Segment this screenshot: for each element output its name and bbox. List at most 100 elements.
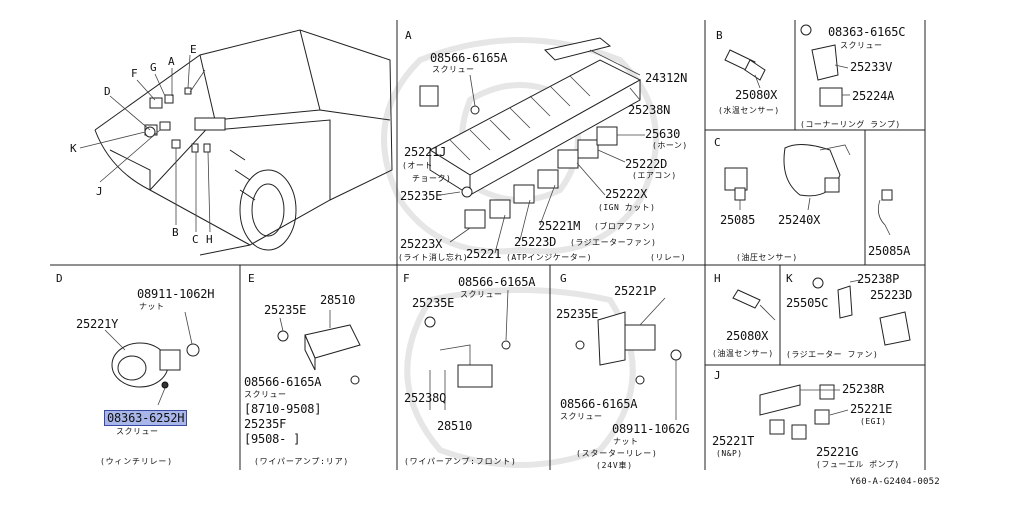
part-25238r[interactable]: 25238R	[842, 382, 885, 396]
part-25235e-e[interactable]: 25235E	[264, 303, 307, 317]
b2-screw-part-number[interactable]: 08363-6165C	[828, 25, 906, 39]
overview-label-d: D	[104, 85, 111, 98]
part-25221-caption: (ATPインジケーター)	[506, 253, 593, 262]
winch-relay-drawing	[104, 311, 200, 406]
part-25238p[interactable]: 25238P	[857, 272, 900, 286]
part-25222x[interactable]: 25222X	[605, 187, 648, 201]
a-screw-caption: スクリュー	[432, 65, 475, 74]
part-25221g[interactable]: 25221G	[816, 445, 859, 459]
part-25080x-h[interactable]: 25080X	[726, 329, 769, 343]
figure-code: Y60-A-G2404-0052	[850, 477, 940, 487]
section-j-letter: J	[714, 369, 721, 382]
part-28510-f[interactable]: 28510	[437, 419, 473, 433]
part-25221y[interactable]: 25221Y	[76, 317, 119, 331]
section-a-letter: A	[405, 29, 412, 42]
d-screw-part-number-highlighted[interactable]: 08363-6252H	[104, 410, 188, 426]
g-caption-2: (24V車)	[596, 461, 633, 470]
part-25224a[interactable]: 25224A	[852, 89, 895, 103]
water-temp-sensor-drawing	[724, 49, 766, 89]
part-25240x[interactable]: 25240X	[778, 213, 821, 227]
part-25235e-a[interactable]: 25235E	[400, 189, 443, 203]
part-25238q[interactable]: 25238Q	[404, 391, 447, 405]
overview-label-a: A	[168, 55, 175, 68]
k-caption: (ラジエーター ファン)	[786, 350, 879, 359]
part-28510-e[interactable]: 28510	[320, 293, 356, 307]
e-caption: (ワイパーアンプ:リア)	[254, 457, 350, 466]
d-nut-part-number[interactable]: 08911-1062H	[137, 287, 215, 301]
part-25235e-f[interactable]: 25235E	[412, 296, 455, 310]
wiper-amp-front-drawing	[424, 289, 511, 410]
part-25221m[interactable]: 25221M	[538, 219, 581, 233]
f-caption: (ワイパーアンプ:フロント)	[404, 457, 517, 466]
part-25221j-caption-1: (オート	[402, 161, 433, 170]
g-nut-caption: ナット	[613, 437, 639, 446]
part-25630[interactable]: 25630	[645, 127, 681, 141]
part-25085a[interactable]: 25085A	[868, 244, 911, 258]
part-25221[interactable]: 25221	[466, 247, 502, 261]
part-25221j[interactable]: 25221J	[404, 145, 447, 159]
relay-caption: (リレー)	[650, 253, 687, 262]
section-k-letter: K	[786, 272, 793, 285]
g-caption-1: (スターターリレー)	[576, 449, 658, 458]
part-25080x-b-caption: (水温センサー)	[718, 106, 780, 115]
g-screw-caption: スクリュー	[560, 412, 603, 421]
e-range-1: [8710-9508]	[244, 402, 322, 416]
part-25223d-k[interactable]: 25223D	[870, 288, 913, 302]
relay-bracket-j-drawing	[759, 384, 849, 440]
part-25222x-caption: (IGN カット)	[598, 203, 656, 212]
b2-caption: (コーナーリング ランプ)	[800, 120, 901, 129]
a-screw-part-number[interactable]: 08566-6165A	[430, 51, 508, 65]
section-e-letter: E	[248, 272, 255, 285]
section-f-letter: F	[403, 272, 410, 285]
d-caption: (ウィンチリレー)	[100, 457, 173, 466]
c-caption: (油圧センサー)	[736, 253, 798, 262]
f-screw-part-number[interactable]: 08566-6165A	[458, 275, 536, 289]
part-25221t-caption: (N&P)	[716, 449, 743, 458]
e-screw-caption: スクリュー	[244, 390, 287, 399]
cornering-lamp-relay-drawing	[800, 24, 850, 107]
part-25233v[interactable]: 25233V	[850, 60, 893, 74]
overview-label-g: G	[150, 61, 157, 74]
part-25085[interactable]: 25085	[720, 213, 756, 227]
part-25223d-a[interactable]: 25223D	[514, 235, 557, 249]
f-screw-caption: スクリュー	[460, 290, 503, 299]
part-25630-caption: (ホーン)	[652, 141, 688, 150]
part-24312n[interactable]: 24312N	[645, 71, 688, 85]
starter-relay-drawing	[575, 297, 682, 420]
part-25080x-b[interactable]: 25080X	[735, 88, 778, 102]
overview-label-c: C	[192, 233, 199, 246]
g-nut-part-number[interactable]: 08911-1062G	[612, 422, 690, 436]
section-c-letter: C	[714, 136, 721, 149]
part-25221t[interactable]: 25221T	[712, 434, 755, 448]
part-25221m-caption: (ブロアファン)	[594, 222, 656, 231]
e-range-2: [9508- ]	[244, 432, 301, 446]
section-g-letter: G	[560, 272, 567, 285]
sensor-25085a-drawing	[877, 189, 893, 236]
part-25235f[interactable]: 25235F	[244, 417, 287, 431]
d-nut-caption: ナット	[139, 302, 165, 311]
part-25235e-g[interactable]: 25235E	[556, 307, 599, 321]
wiper-amp-rear-drawing	[277, 310, 361, 385]
part-25222d-caption: (エアコン)	[632, 171, 677, 180]
part-25505c[interactable]: 25505C	[786, 296, 829, 310]
overview-label-b: B	[172, 226, 179, 239]
part-25221g-caption: (フューエル ポンプ)	[816, 460, 900, 469]
part-25221e[interactable]: 25221E	[850, 402, 893, 416]
part-25221p[interactable]: 25221P	[614, 284, 657, 298]
oil-pressure-sensor-drawing	[724, 144, 851, 211]
part-25223x[interactable]: 25223X	[400, 237, 443, 251]
overview-label-k: K	[70, 142, 77, 155]
e-screw-part-number[interactable]: 08566-6165A	[244, 375, 322, 389]
part-25223d-a-caption: (ラジエーターファン)	[570, 238, 657, 247]
g-screw-part-number[interactable]: 08566-6165A	[560, 397, 638, 411]
h-caption: (油温センサー)	[712, 349, 774, 358]
overview-label-f: F	[131, 67, 138, 80]
section-d-letter: D	[56, 272, 63, 285]
part-25238n[interactable]: 25238N	[628, 103, 671, 117]
part-25222d[interactable]: 25222D	[625, 157, 668, 171]
overview-label-e: E	[190, 43, 197, 56]
overview-label-j: J	[96, 185, 103, 198]
part-25221e-caption: (EGI)	[860, 417, 887, 426]
d-screw-caption: スクリュー	[116, 427, 159, 436]
